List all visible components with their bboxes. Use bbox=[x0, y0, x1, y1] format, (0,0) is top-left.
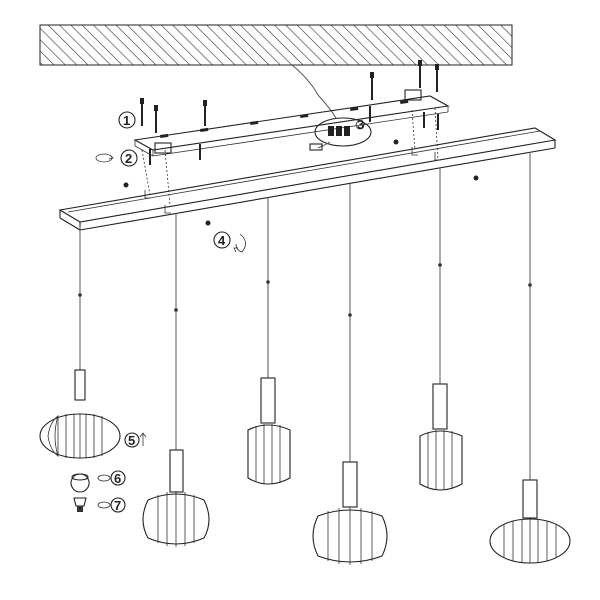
screw-dot bbox=[205, 220, 211, 226]
screw-dot bbox=[473, 175, 479, 181]
screw-and-dowel-icon bbox=[140, 60, 439, 165]
lamp-bar bbox=[58, 127, 557, 231]
rotate-icon bbox=[97, 501, 111, 509]
step-2: 2 bbox=[95, 149, 138, 167]
step-label-4: 4 bbox=[218, 233, 226, 248]
ceiling bbox=[39, 24, 513, 66]
pendant-shade-5 bbox=[419, 383, 463, 491]
step-label-6: 6 bbox=[114, 471, 121, 486]
step-label-5: 5 bbox=[128, 433, 135, 448]
pendant-shade-2 bbox=[142, 449, 210, 547]
connector-icon: 3 bbox=[309, 117, 372, 151]
step-6: 6 bbox=[71, 470, 126, 486]
step-1: 1 bbox=[118, 111, 136, 129]
screw-dot bbox=[393, 139, 399, 145]
step-5: 5 bbox=[124, 432, 147, 448]
pendant-shade-4 bbox=[312, 461, 388, 565]
pendant-shade-3 bbox=[247, 377, 291, 485]
pendant-shade-1 bbox=[39, 369, 121, 459]
rotate-icon bbox=[95, 153, 113, 163]
light-bulb-icon bbox=[70, 473, 90, 507]
step-label-2: 2 bbox=[125, 151, 132, 166]
screw-dot bbox=[123, 182, 129, 188]
pendant-shade-6 bbox=[489, 479, 571, 564]
power-cable bbox=[291, 64, 337, 119]
step-4: 4 bbox=[213, 231, 246, 253]
step-label-3: 3 bbox=[357, 117, 364, 132]
rotate-icon bbox=[97, 474, 111, 482]
rotate-icon bbox=[235, 233, 246, 253]
step-label-1: 1 bbox=[123, 113, 130, 128]
mounting-bracket bbox=[133, 89, 450, 206]
pendant-cords bbox=[78, 152, 532, 480]
step-7: 7 bbox=[70, 473, 126, 513]
step-label-7: 7 bbox=[114, 498, 121, 513]
